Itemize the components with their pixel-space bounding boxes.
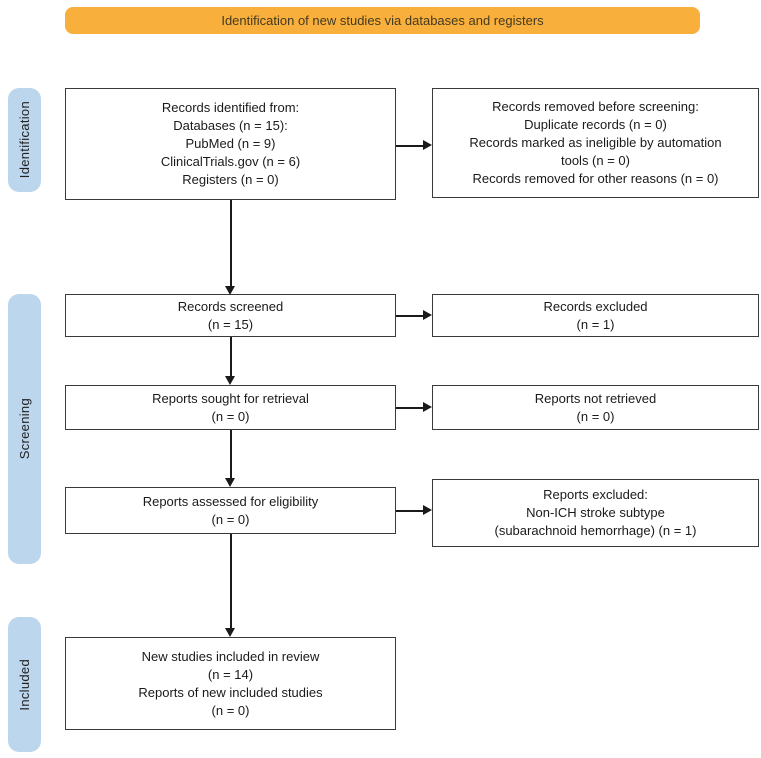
text-line: (n = 14): [207, 666, 254, 682]
arrow-head: [225, 628, 235, 637]
arrow-head: [423, 310, 432, 320]
text-line: Non-ICH stroke subtype: [526, 505, 665, 520]
arrow-head: [225, 286, 235, 295]
text-line: Records identified from:: [161, 100, 300, 115]
arrow-shaft: [230, 200, 232, 287]
text-line: (n = 0): [576, 408, 615, 424]
arrow-shaft: [230, 337, 232, 377]
stage-label-included: Included: [8, 617, 41, 752]
stage-label-text: Identification: [17, 101, 32, 179]
arrow-shaft: [396, 315, 424, 317]
text-line: Reports excluded:: [543, 487, 648, 502]
text-line: (n = 0): [211, 408, 250, 424]
text-line: (n = 0): [211, 511, 250, 527]
box-records-identified: Records identified from: Databases (n = …: [65, 88, 396, 200]
text-line: Records marked as ineligible by automati…: [469, 135, 722, 168]
banner-label: Identification of new studies via databa…: [221, 13, 544, 28]
stage-label-identification: Identification: [8, 88, 41, 192]
arrow-down-sought-to-assessed: [224, 430, 237, 487]
text-line: Records removed before screening:: [492, 99, 699, 114]
box-reports-assessed: Reports assessed for eligibility (n = 0): [65, 487, 396, 534]
text-line: (n = 1): [576, 316, 615, 332]
arrow-down-screened-to-sought: [224, 337, 237, 385]
text-line: Duplicate records (n = 0): [524, 117, 667, 132]
text-line: Records removed for other reasons (n = 0…: [472, 171, 719, 186]
arrow-shaft: [396, 510, 424, 512]
arrow-right-sought-to-not-retrieved: [396, 401, 432, 414]
arrow-right-assessed-to-reports-excluded: [396, 504, 432, 517]
text-line: PubMed (n = 9): [185, 136, 276, 151]
box-records-removed: Records removed before screening: Duplic…: [432, 88, 759, 198]
box-new-studies-included: New studies included in review (n = 14) …: [65, 637, 396, 730]
text-line: Reports of new included studies: [138, 684, 323, 700]
arrow-right-screened-to-excluded: [396, 309, 432, 322]
text-line: (subarachnoid hemorrhage) (n = 1): [494, 523, 697, 538]
arrow-head: [423, 140, 432, 150]
arrow-down-identified-to-screened: [224, 200, 237, 295]
text-line: New studies included in review: [141, 648, 320, 664]
box-reports-sought: Reports sought for retrieval (n = 0): [65, 385, 396, 430]
text-line: Records screened: [177, 298, 284, 314]
text-line: Registers (n = 0): [182, 172, 279, 187]
arrow-shaft: [230, 430, 232, 479]
arrow-shaft: [396, 145, 424, 147]
text-line: Records excluded: [543, 298, 648, 314]
arrow-right-identified-to-removed: [396, 139, 432, 152]
stage-label-text: Included: [17, 658, 32, 711]
text-line: Reports not retrieved: [534, 390, 657, 406]
arrow-head: [423, 505, 432, 515]
arrow-head: [423, 402, 432, 412]
arrow-down-assessed-to-included: [224, 534, 237, 637]
text-line: Reports sought for retrieval: [152, 390, 309, 406]
stage-label-screening: Screening: [8, 294, 41, 564]
stage-label-text: Screening: [17, 398, 32, 460]
box-records-screened: Records screened (n = 15): [65, 294, 396, 337]
text-line: ClinicalTrials.gov (n = 6): [160, 154, 301, 169]
arrow-shaft: [396, 407, 424, 409]
arrow-shaft: [230, 534, 232, 629]
text-line: (n = 15): [207, 316, 254, 332]
text-line: (n = 0): [211, 702, 250, 718]
text-line: Databases (n = 15):: [173, 118, 288, 133]
text-line: Reports assessed for eligibility: [142, 493, 319, 509]
box-reports-not-retrieved: Reports not retrieved (n = 0): [432, 385, 759, 430]
arrow-head: [225, 376, 235, 385]
arrow-head: [225, 478, 235, 487]
box-records-excluded: Records excluded (n = 1): [432, 294, 759, 337]
banner: Identification of new studies via databa…: [65, 7, 700, 34]
box-reports-excluded: Reports excluded: Non-ICH stroke subtype…: [432, 479, 759, 547]
